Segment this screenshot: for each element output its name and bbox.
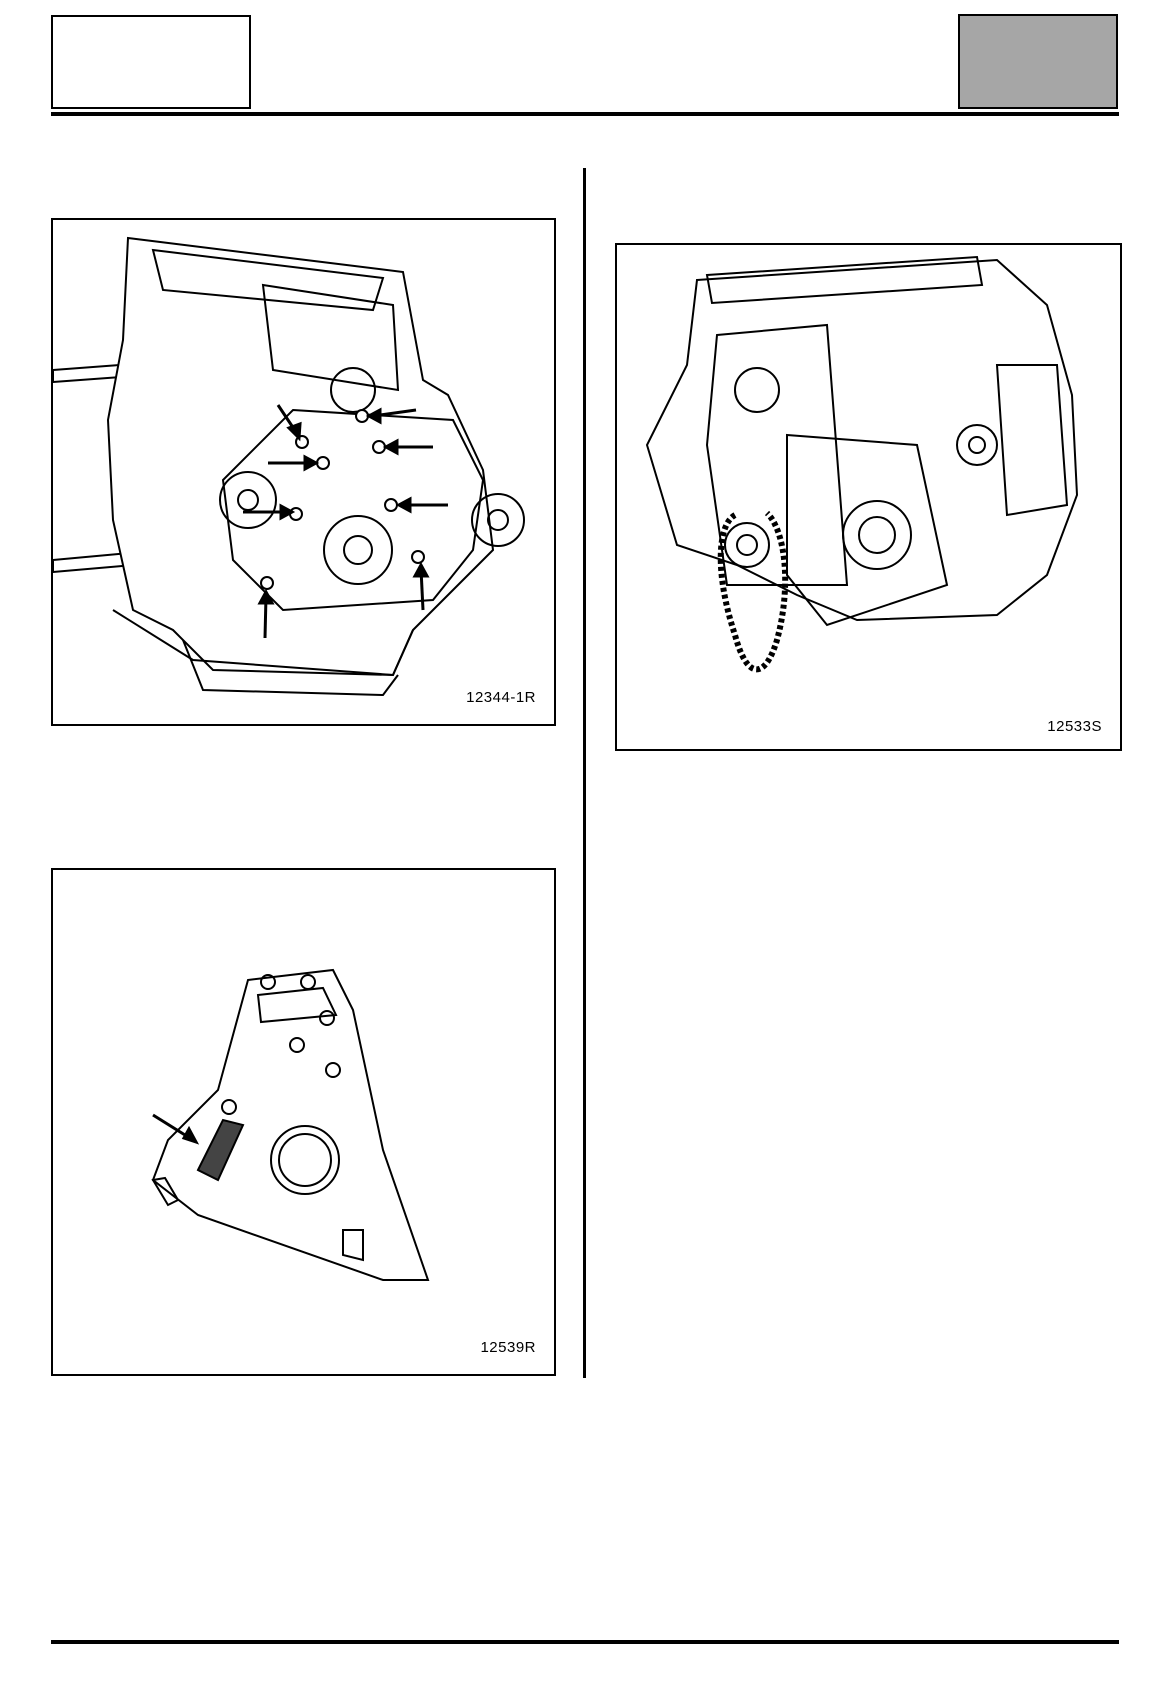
cover-plate-illustration	[151, 968, 430, 1281]
figure-caption: 12539R	[480, 1339, 536, 1356]
footer-rule	[51, 1640, 1119, 1644]
figure-engine-timing-chain: 12533S	[615, 243, 1122, 751]
figure-cover-plate-sealant: 12539R	[51, 868, 556, 1376]
header-left-box	[51, 15, 251, 109]
header-right-box	[958, 14, 1118, 109]
figure-caption: 12344-1R	[466, 689, 536, 706]
column-divider	[583, 168, 586, 1378]
header-rule	[51, 112, 1119, 116]
engine-chain-illustration	[645, 255, 1079, 673]
engine-front-illustration	[53, 236, 525, 697]
figure-caption: 12533S	[1047, 718, 1102, 735]
figure-engine-front-bolts: 12344-1R	[51, 218, 556, 726]
